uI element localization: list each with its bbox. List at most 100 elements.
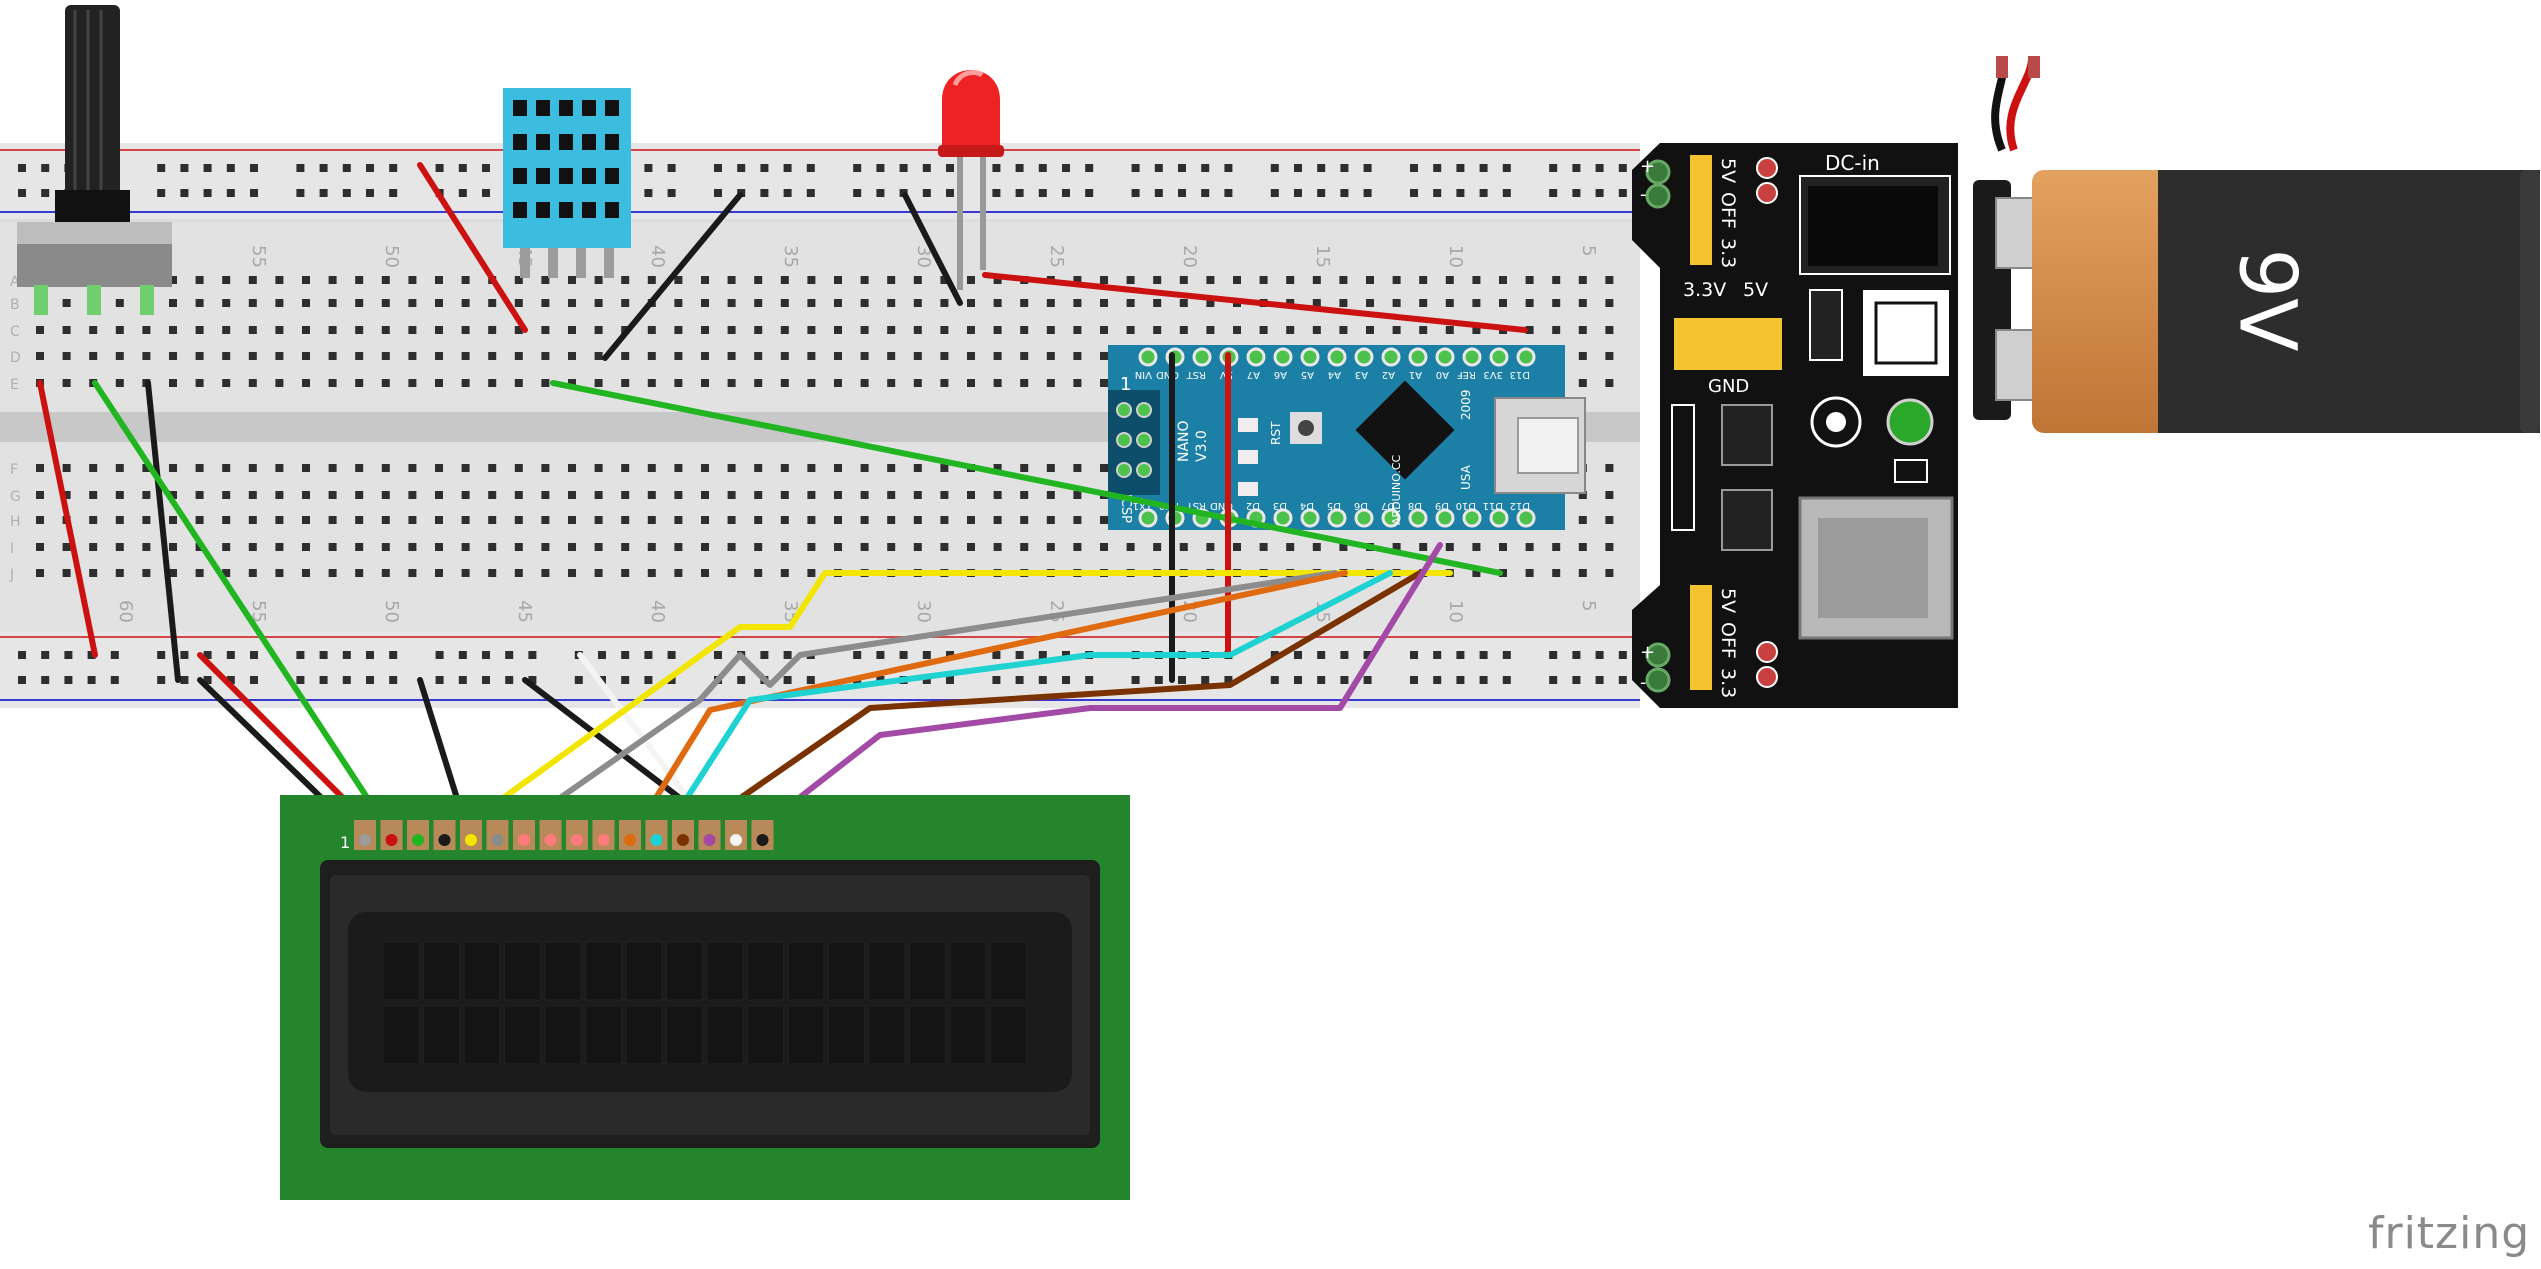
rail-hole[interactable] [505,651,514,659]
breadboard-hole[interactable] [727,326,736,334]
breadboard-hole[interactable] [435,299,443,307]
rail-hole[interactable] [1294,164,1302,172]
rail-hole[interactable] [296,189,305,197]
rail-hole[interactable] [319,189,328,197]
breadboard-hole[interactable] [754,516,763,524]
breadboard-hole[interactable] [408,379,417,387]
breadboard-hole[interactable] [1046,379,1055,387]
breadboard-hole[interactable] [62,543,71,551]
rail-hole[interactable] [1456,651,1465,659]
breadboard-hole[interactable] [302,543,310,551]
breadboard-hole[interactable] [674,352,683,360]
breadboard-hole[interactable] [780,352,789,360]
breadboard-hole[interactable] [488,516,497,524]
breadboard-hole[interactable] [381,326,390,334]
rail-hole[interactable] [760,651,769,659]
breadboard-hole[interactable] [381,516,390,524]
breadboard-hole[interactable] [993,352,1002,360]
breadboard-hole[interactable] [514,569,523,577]
breadboard-hole[interactable] [514,299,523,307]
rail-hole[interactable] [853,189,862,197]
breadboard-hole[interactable] [1419,543,1428,551]
rail-hole[interactable] [389,651,398,659]
breadboard-hole[interactable] [727,491,736,499]
breadboard-hole[interactable] [1286,299,1295,307]
breadboard-hole[interactable] [461,543,470,551]
breadboard-hole[interactable] [381,379,390,387]
breadboard-hole[interactable] [222,352,231,360]
breadboard-hole[interactable] [674,326,683,334]
breadboard-hole[interactable] [222,464,231,472]
breadboard-hole[interactable] [195,516,204,524]
breadboard-hole[interactable] [807,326,816,334]
breadboard-hole[interactable] [302,299,310,307]
breadboard-hole[interactable] [169,299,177,307]
rail-hole[interactable] [458,651,467,659]
breadboard-hole[interactable] [1605,543,1614,551]
rail-hole[interactable] [621,676,630,684]
breadboard-hole[interactable] [1312,299,1321,307]
breadboard-hole[interactable] [248,543,257,551]
breadboard-hole[interactable] [89,543,98,551]
breadboard-hole[interactable] [754,299,763,307]
breadboard-hole[interactable] [514,276,523,284]
breadboard-hole[interactable] [1153,299,1162,307]
rail-hole[interactable] [1294,651,1302,659]
breadboard-hole[interactable] [1073,276,1082,284]
rail-hole[interactable] [87,651,96,659]
rail-hole[interactable] [737,676,746,684]
breadboard-hole[interactable] [780,543,789,551]
rail-hole[interactable] [1270,651,1279,659]
rail-hole[interactable] [180,651,189,659]
rail-hole[interactable] [64,676,73,684]
breadboard-hole[interactable] [834,464,842,472]
breadboard-hole[interactable] [488,299,497,307]
breadboard-hole[interactable] [222,543,231,551]
breadboard-hole[interactable] [568,352,576,360]
breadboard-hole[interactable] [1552,276,1561,284]
breadboard-hole[interactable] [887,299,896,307]
rail-hole[interactable] [203,189,212,197]
breadboard-hole[interactable] [754,352,763,360]
breadboard-hole[interactable] [674,516,683,524]
breadboard-hole[interactable] [594,299,603,307]
rail-hole[interactable] [946,676,954,684]
rail-hole[interactable] [1572,651,1581,659]
rail-hole[interactable] [1224,189,1233,197]
breadboard-hole[interactable] [248,464,257,472]
jumper-header-bottom[interactable] [1690,585,1712,690]
breadboard-hole[interactable] [1605,299,1614,307]
rail-hole[interactable] [1131,189,1140,197]
breadboard-hole[interactable] [1100,464,1108,472]
rail-hole[interactable] [714,164,722,172]
rail-hole[interactable] [621,651,630,659]
breadboard-hole[interactable] [1499,543,1507,551]
rail-hole[interactable] [482,651,490,659]
breadboard-hole[interactable] [913,276,922,284]
breadboard-hole[interactable] [461,569,470,577]
breadboard-hole[interactable] [355,276,364,284]
rail-hole[interactable] [296,676,305,684]
breadboard-hole[interactable] [754,276,763,284]
rail-hole[interactable] [1549,164,1558,172]
rail-hole[interactable] [760,164,769,172]
breadboard-hole[interactable] [807,379,816,387]
breadboard-hole[interactable] [461,516,470,524]
breadboard-hole[interactable] [1366,326,1374,334]
breadboard-hole[interactable] [328,299,337,307]
breadboard-hole[interactable] [993,516,1002,524]
rail-hole[interactable] [157,189,166,197]
breadboard-hole[interactable] [701,491,709,499]
rail-hole[interactable] [876,651,885,659]
rail-hole[interactable] [876,164,885,172]
breadboard-hole[interactable] [967,379,975,387]
breadboard-hole[interactable] [302,569,310,577]
rail-hole[interactable] [667,651,676,659]
rail-hole[interactable] [946,164,954,172]
rail-hole[interactable] [366,651,374,659]
breadboard-hole[interactable] [1046,516,1055,524]
rail-hole[interactable] [1294,676,1302,684]
rail-hole[interactable] [992,676,1001,684]
breadboard-hole[interactable] [1126,543,1135,551]
breadboard-hole[interactable] [913,464,922,472]
